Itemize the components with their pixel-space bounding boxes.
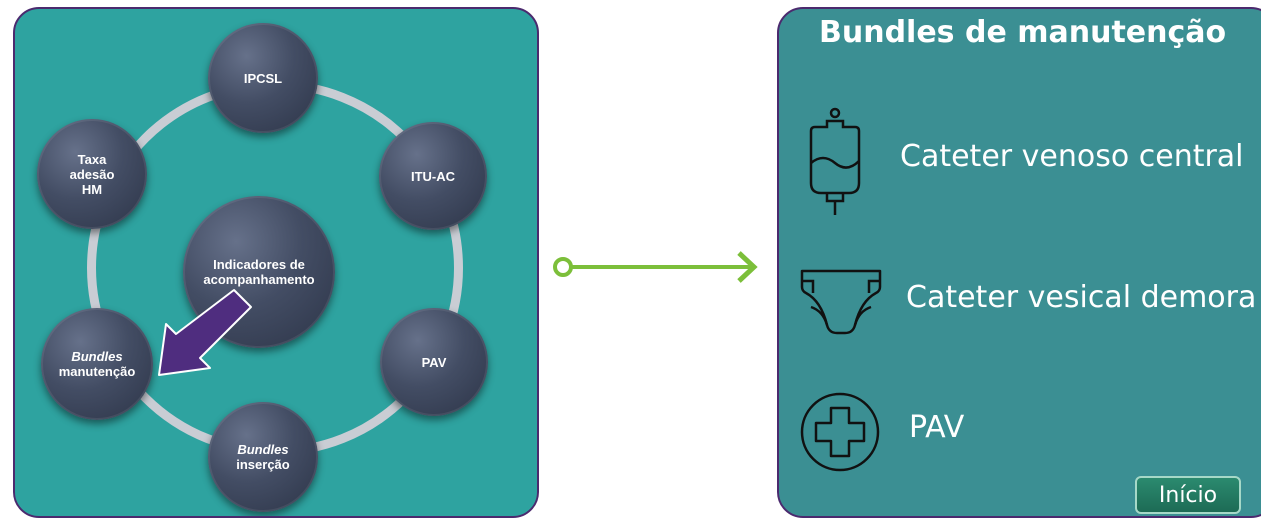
node-pav[interactable]: PAV xyxy=(380,308,488,416)
item-pav: PAV xyxy=(909,410,965,445)
node-bundles-insercao-italic: Bundles xyxy=(237,442,289,457)
node-taxa-line2: adesão xyxy=(69,166,115,182)
node-itu-ac-label: ITU-AC xyxy=(410,168,456,184)
node-taxa-line1: Taxa xyxy=(77,151,107,167)
node-taxa-adesao-hm[interactable]: Taxa adesão HM xyxy=(37,119,147,229)
node-ipcsl-label: IPCSL xyxy=(243,70,283,86)
item-cateter-venoso: Cateter venoso central xyxy=(900,139,1244,174)
center-line2: acompanhamento xyxy=(203,272,315,287)
iv-bag-icon xyxy=(809,107,861,215)
center-line1: Indicadores de xyxy=(213,257,305,272)
node-ipcsl[interactable]: IPCSL xyxy=(208,23,318,133)
node-itu-ac[interactable]: ITU-AC xyxy=(379,122,487,230)
node-pav-label: PAV xyxy=(421,354,447,370)
indicators-panel: IPCSL ITU-AC PAV Bundles inserção Bundle… xyxy=(13,7,539,518)
panel-title: Bundles de manutenção xyxy=(819,15,1227,50)
node-bundles-insercao-text: inserção xyxy=(236,457,290,472)
diaper-icon xyxy=(800,269,882,335)
pointer-arrow-icon xyxy=(158,289,252,376)
node-bundles-manutencao[interactable]: Bundles manutenção xyxy=(41,308,153,420)
inicio-button[interactable]: Início xyxy=(1135,476,1241,514)
node-bundles-manutencao-italic: Bundles xyxy=(71,349,123,364)
node-bundles-manutencao-text: manutenção xyxy=(58,364,136,379)
node-taxa-line3: HM xyxy=(81,181,103,197)
node-bundles-insercao[interactable]: Bundles inserção xyxy=(208,402,318,512)
medical-cross-icon xyxy=(800,392,880,472)
item-cateter-vesical: Cateter vesical demora xyxy=(906,280,1257,315)
bundles-panel: Bundles de manutenção Cateter venoso cen… xyxy=(777,7,1261,518)
connector-arrow-icon xyxy=(553,251,758,283)
